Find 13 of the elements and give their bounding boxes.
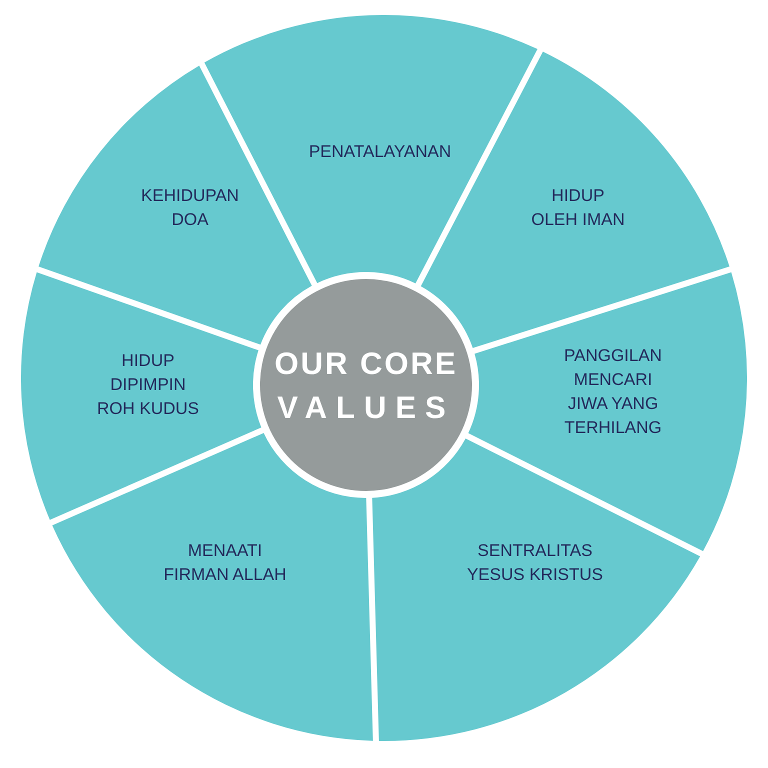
segment-label: HIDUP OLEH IMAN [530,185,626,231]
segment-label: PANGGILAN MENCARI JIWA YANG TERHILANG [564,345,662,439]
segment-label: MENAATI FIRMAN ALLAH [163,540,287,586]
wheel-segment [52,432,373,741]
wheel-segment [38,65,312,345]
center-circle [260,279,472,491]
wheel-segment [21,272,262,520]
center-title: OUR CORE VALUES [274,345,458,427]
segment-label: SENTRALITAS YESUS KRISTUS [466,540,604,586]
segment-label: PENATALAYANAN [308,141,452,163]
wheel-segment [372,438,701,741]
segment-label: HIDUP DIPIMPIN ROH KUDUS [96,350,200,420]
segment-label: KEHIDUPAN DOA [140,185,240,231]
